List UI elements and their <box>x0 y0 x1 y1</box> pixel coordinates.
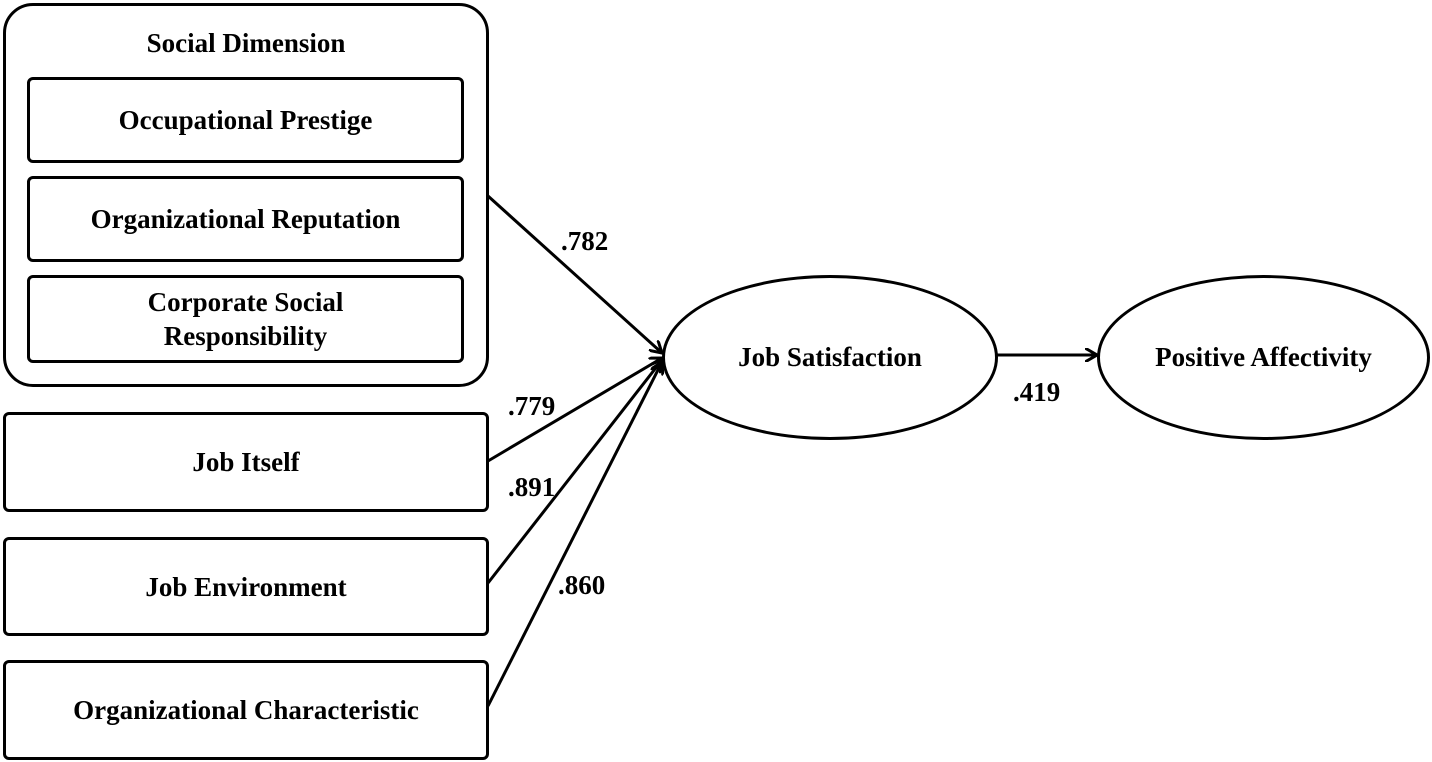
corporate-social-responsibility-box: Corporate Social Responsibility <box>27 275 464 363</box>
coefficient-job-itself: .779 <box>508 391 556 421</box>
occupational-prestige-box: Occupational Prestige <box>27 77 464 163</box>
arrow-job-itself-to-job-satisfaction <box>487 358 662 463</box>
job-itself-box: Job Itself <box>3 412 489 512</box>
organizational-characteristic-box: Organizational Characteristic <box>3 660 489 760</box>
organizational-reputation-box: Organizational Reputation <box>27 176 464 262</box>
arrow-social-dimension-to-job-satisfaction <box>486 194 662 353</box>
coefficient-social-dimension: .782 <box>561 226 609 256</box>
arrow-organizational-characteristic-to-job-satisfaction <box>486 362 662 707</box>
positive-affectivity-node: Positive Affectivity <box>1097 275 1430 440</box>
coefficient-job-environment: .891 <box>508 472 556 502</box>
coefficient-job-satisfaction-to-positive-affectivity: .419 <box>1013 377 1061 407</box>
coefficient-organizational-characteristic: .860 <box>558 570 606 600</box>
job-environment-box: Job Environment <box>3 537 489 636</box>
job-satisfaction-node: Job Satisfaction <box>662 275 998 440</box>
arrow-job-environment-to-job-satisfaction <box>486 360 662 584</box>
social-dimension-title: Social Dimension <box>146 28 346 58</box>
